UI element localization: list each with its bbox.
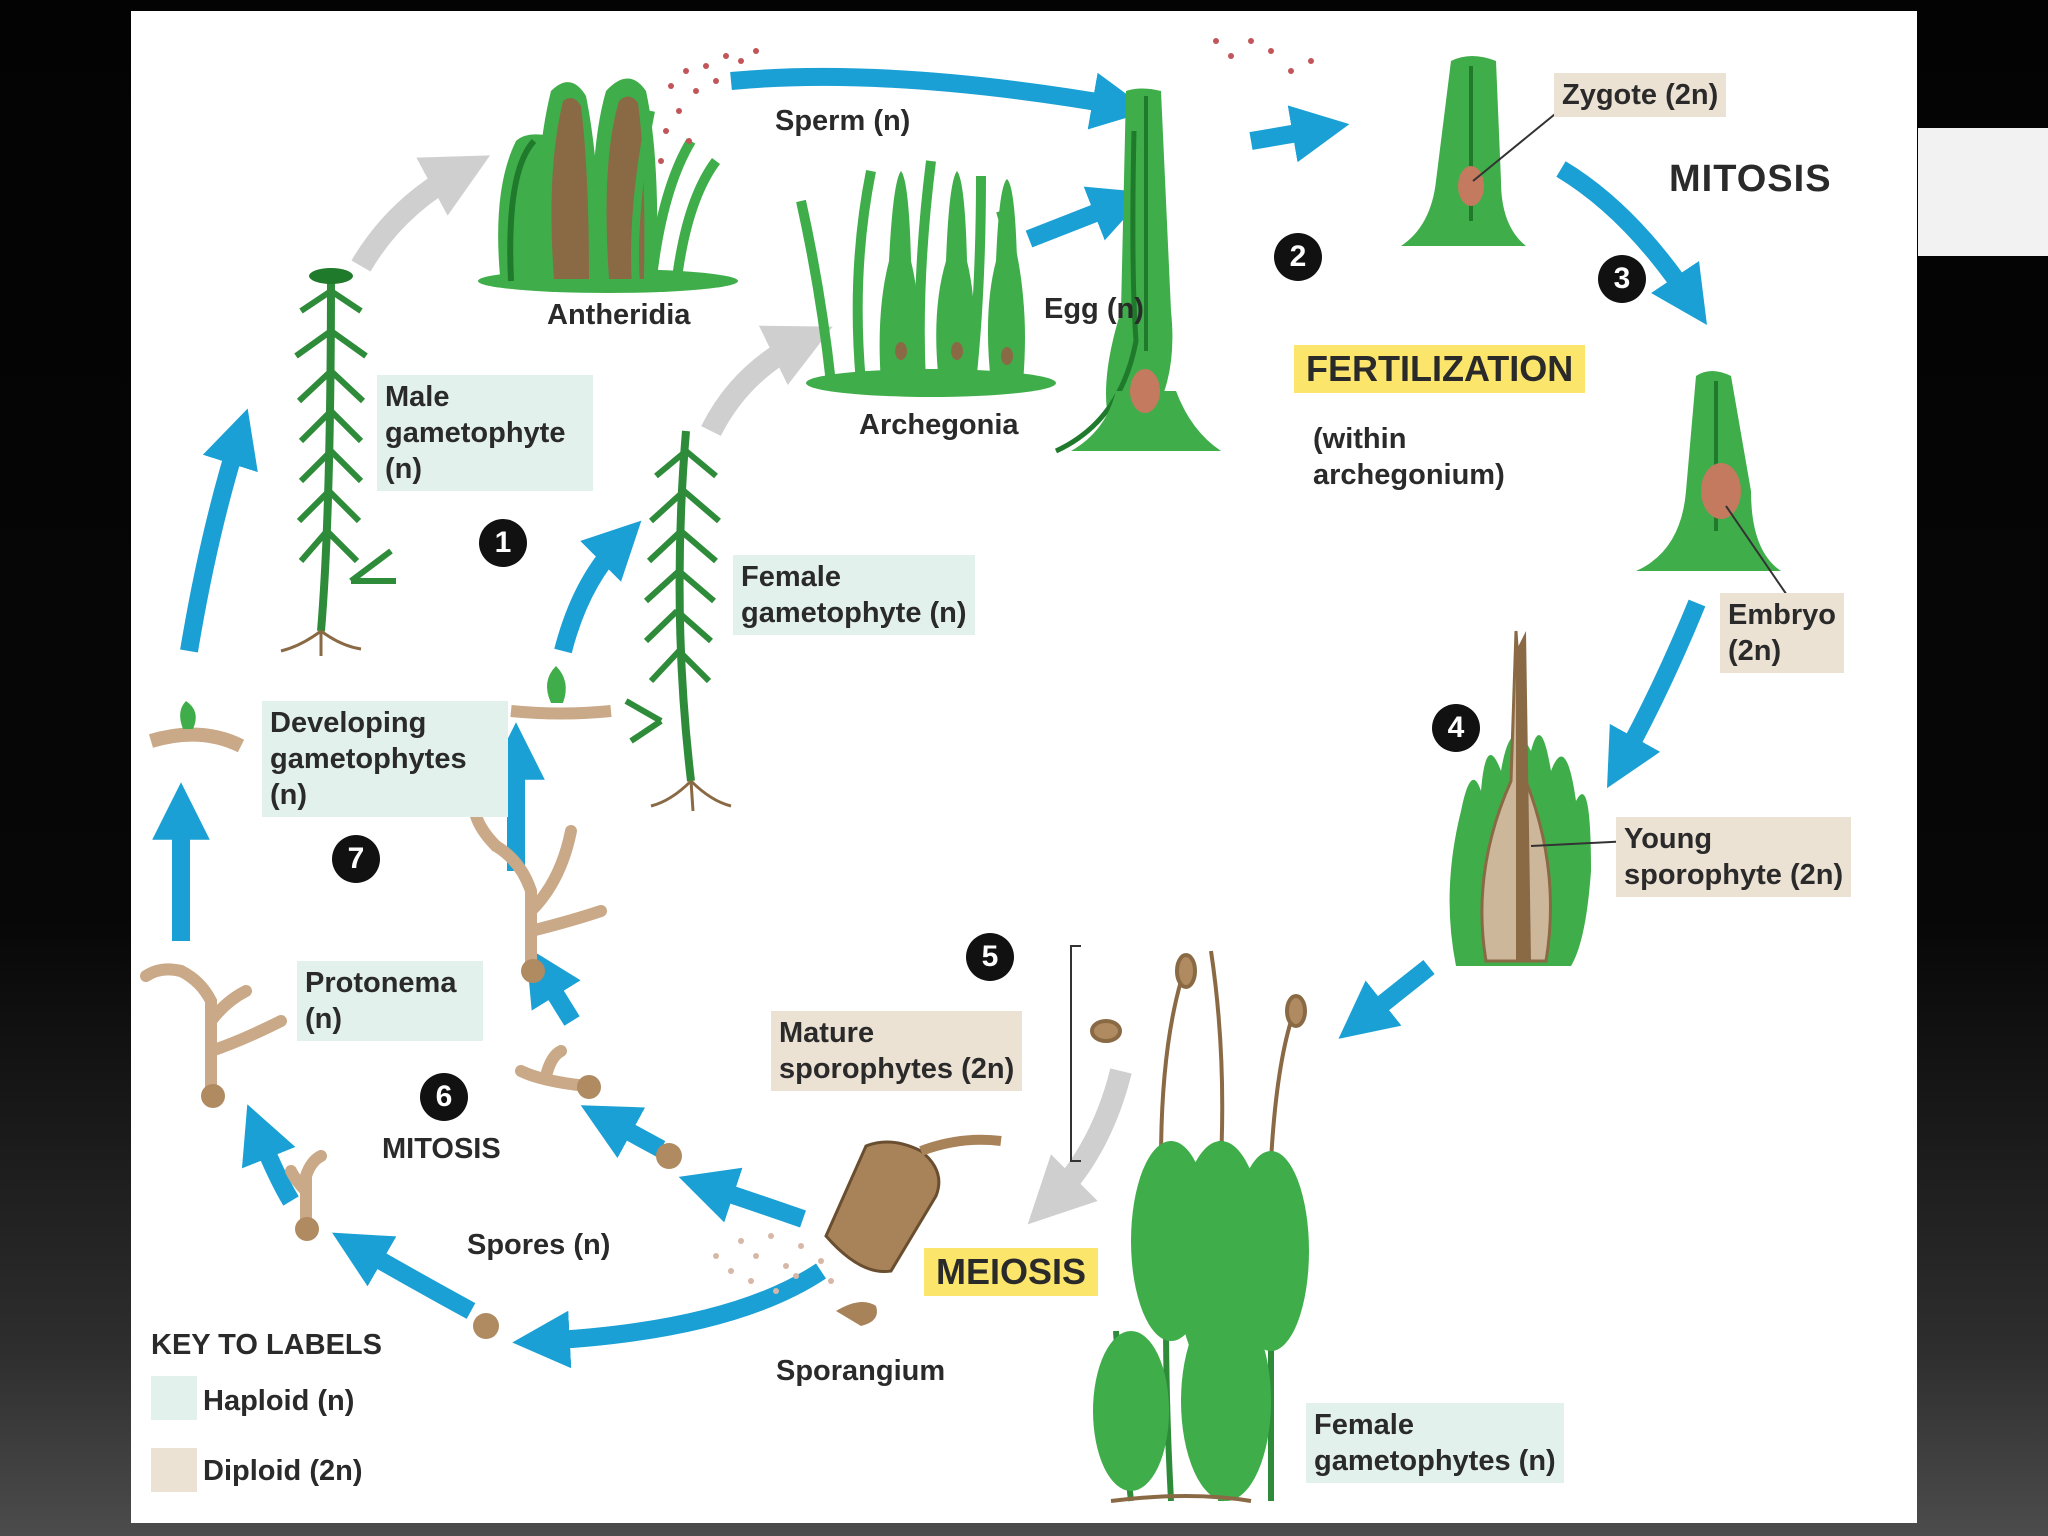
mature-sporophyte-stalks [1090,950,1307,1162]
protonema-small-right [515,1045,601,1099]
arrow-archegonia-up [1025,186,1148,248]
arrow-male-to-antheridia [351,155,491,272]
key-title: KEY TO LABELS [151,1329,382,1361]
arrow-developing-up-l [180,408,258,653]
roots [1110,1494,1252,1503]
step-number-2: 2 [1274,233,1322,281]
label-sperm: Sperm (n) [775,105,911,137]
slide-side-tab [1918,128,2048,256]
label-zygote: Zygote (2n) [1554,73,1727,117]
young-sporophyte-structure [1449,630,1632,966]
zygote-structure [1401,56,1572,246]
step-number-3: 3 [1598,255,1646,303]
haploid-swatch [151,1376,197,1420]
label-developing-gametophytes: Developing gametophytes (n) [262,701,508,817]
arrow-female-up [554,520,642,654]
step-number-6: 6 [420,1073,468,1121]
label-archegonia: Archegonia [859,409,1019,441]
label-mitosis-bottom: MITOSIS [382,1133,501,1165]
label-protonema: Protonema (n) [297,961,483,1041]
label-sporangium: Sporangium [776,1355,946,1387]
arrow-bottom-left [332,1232,476,1319]
label-egg: Egg (n) [1044,293,1144,325]
label-female-gametophyte: Female gametophyte (n) [733,555,975,635]
arrow-young-sporophyte [1338,959,1435,1039]
sporangium-structure [824,1134,1002,1326]
moss-life-cycle-diagram [140,38,1792,1503]
protonema-small-left [285,1150,327,1241]
arrow-female-to-archegonia [701,325,833,437]
diagram-panel: Antheridia Sperm (n) Archegonia Egg (n) … [131,11,1917,1523]
label-antheridia: Antheridia [547,299,691,331]
label-meiosis: MEIOSIS [924,1248,1099,1296]
label-within-archegonium: (within archegonium) [1313,423,1505,491]
key-diploid-label: Diploid (2n) [203,1455,363,1487]
embryo-structure [1636,371,1792,602]
label-spores: Spores (n) [467,1229,611,1261]
female-gametophyte-plant [624,430,732,812]
bracket [1070,945,1081,1162]
label-female-gametophytes: Female gametophytes (n) [1306,1403,1564,1483]
step-number-5: 5 [966,933,1014,981]
grey-arrows [351,155,1132,1225]
label-male-gametophyte: Male gametophyte (n) [377,375,593,491]
fertilized-archegonium [1054,88,1221,454]
protonema-left [140,963,287,1108]
arrow-sperm [730,67,1150,130]
antheridia-structure [478,38,1314,293]
label-embryo: Embryo (2n) [1720,593,1844,673]
diploid-swatch [151,1448,197,1492]
spores [473,1143,682,1339]
step-number-1: 1 [479,519,527,567]
spore-cloud [713,1233,834,1294]
arrow-spores-mid [678,1167,806,1228]
female-gametophytes-leaves [1093,1141,1309,1501]
archegonia-structure [796,160,1056,397]
arrow-to-zygote [1249,105,1350,163]
arrow-mature-to-sporangium [1027,1068,1132,1225]
label-fertilization: FERTILIZATION [1294,345,1586,393]
protonema-right [470,810,607,983]
key-haploid-label: Haploid (n) [203,1385,355,1417]
arrow-embryo-down [1607,599,1706,789]
arrow-zygote-down [1556,161,1707,325]
developing-gametophyte-right [510,666,612,720]
arrow-left-spore-up [241,1104,299,1206]
male-gametophyte-plant [280,268,396,656]
step-number-4: 4 [1432,704,1480,752]
step-number-7: 7 [332,835,380,883]
label-young-sporophyte: Young sporophyte (2n) [1616,817,1852,897]
arrow-spores-bottom [512,1263,826,1369]
label-mitosis-top: MITOSIS [1669,158,1832,200]
arrow-protonema-up-r [525,946,581,1026]
arrow-spores-upper [580,1105,666,1159]
developing-gametophyte-left [148,701,245,753]
label-mature-sporophytes: Mature sporophytes (2n) [771,1011,1023,1091]
cycle-arrows [152,67,1707,1369]
